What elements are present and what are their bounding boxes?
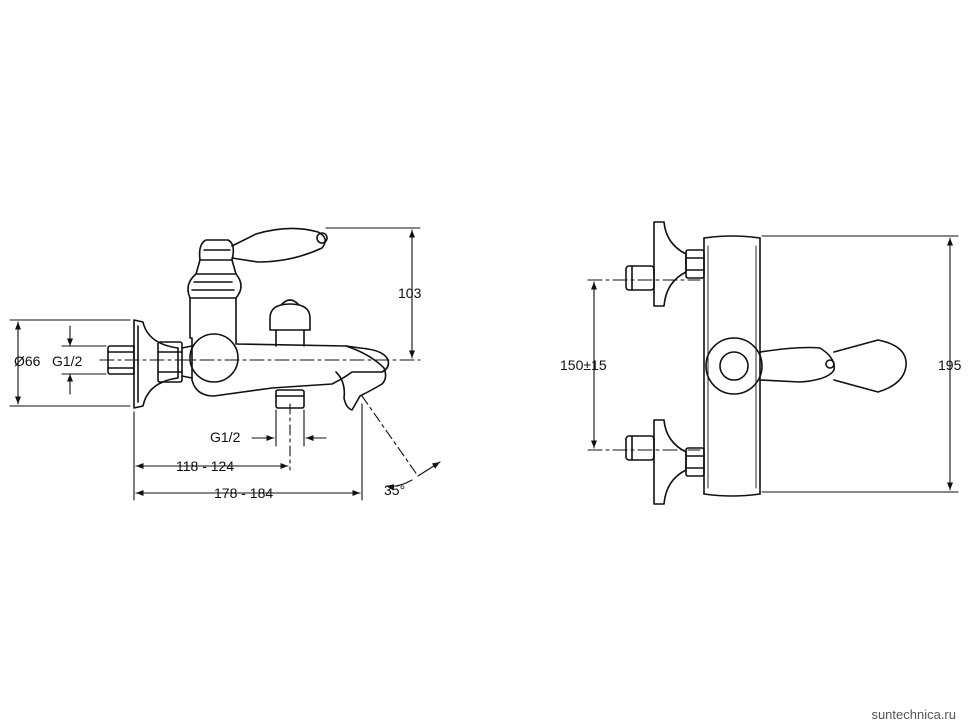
label-angle: 35°	[384, 482, 405, 498]
label-diameter: Ø66	[14, 353, 41, 369]
dim-angle-lines	[385, 461, 441, 491]
dim-height-lines	[325, 227, 421, 359]
label-short-length: 118 - 124	[176, 458, 234, 474]
dim-total-height-lines	[761, 235, 959, 493]
front-view-mixer	[625, 221, 907, 505]
label-long-length: 178 - 184	[214, 485, 273, 501]
dim-short-length-lines	[133, 411, 289, 501]
dim-long-length-lines	[135, 403, 363, 501]
label-inlet-thread: G1/2	[52, 353, 83, 369]
dim-inlet-thread-lines	[61, 325, 107, 395]
watermark: suntechnica.ru	[871, 707, 956, 722]
dim-outlet-thread-lines	[251, 409, 327, 447]
side-view-mixer	[107, 227, 390, 411]
label-total-height: 195	[938, 357, 962, 373]
label-height: 103	[398, 285, 422, 301]
label-inlet-spacing: 150±15	[560, 357, 607, 373]
label-outlet-thread: G1/2	[210, 429, 241, 445]
dim-diameter-lines	[9, 319, 131, 407]
